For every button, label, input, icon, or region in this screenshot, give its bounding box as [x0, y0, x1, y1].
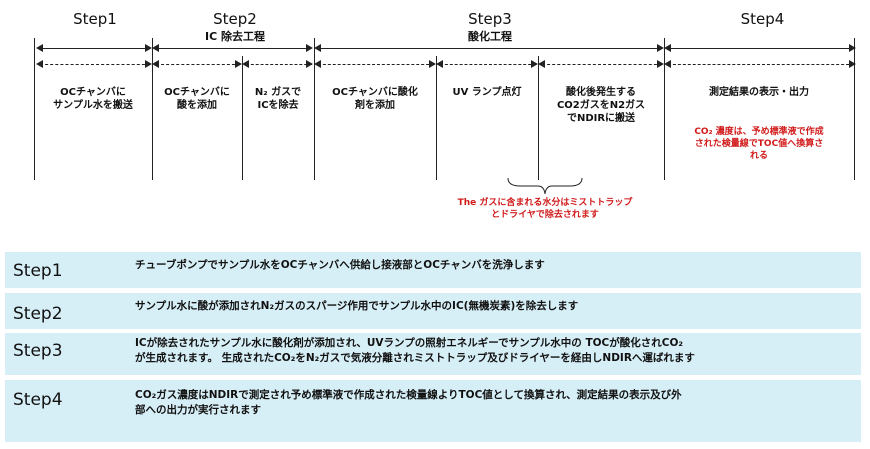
row-text: チューブポンプでサンプル水をOCチャンバへ供給し接液部とOCチャンバを洗浄します — [135, 259, 545, 271]
cell-uv-lamp: UV ランプ点灯 — [452, 87, 522, 98]
row-label: Step1 — [13, 261, 63, 281]
row-label: Step2 — [13, 304, 63, 324]
brace-icon — [507, 177, 583, 195]
row-label: Step3 — [13, 341, 63, 361]
cell-n2-line1: N₂ ガスで — [254, 87, 302, 98]
cell-add-oxidizer: OCチャンバに酸化 剤を添加 — [332, 87, 418, 111]
row-text: ICが除去されたサンプル水に酸化剤が添加され、UVランプの照射エネルギーでサンプ… — [135, 337, 695, 364]
cell-n2-line2: ICを除去 — [257, 100, 299, 111]
step1-header: Step1 — [73, 10, 117, 28]
step2-header: Step2 — [213, 10, 257, 28]
step3-header: Step3 — [468, 10, 512, 28]
note-moisture-removal: The ガスに含まれる水分はミストトラップ とドライヤで除去されます — [457, 198, 633, 220]
step3-subheader: 酸化工程 — [468, 30, 512, 43]
row-label: Step4 — [13, 390, 63, 410]
cell-co2-transport: 酸化後発生する CO2ガスをN2ガス でNDIRに搬送 — [556, 87, 646, 124]
desc-row-step4: Step4 CO₂ガス濃度はNDIRで測定され予め標準液で作成された検量線よりT… — [5, 380, 861, 442]
step4-header: Step4 — [740, 10, 785, 28]
desc-row-step3: Step3 ICが除去されたサンプル水に酸化剤が添加され、UVランプの照射エネル… — [5, 333, 861, 375]
cell-add-acid: OCチャンバに 酸を添加 — [164, 87, 230, 111]
row-text: サンプル水に酸が添加されN₂ガスのスパージ作用でサンプル水中のIC(無機炭素)を… — [135, 300, 579, 312]
cell-result-output: 測定結果の表示・出力 — [709, 87, 809, 98]
cell-step1-transport: OCチャンバに サンプル水を搬送 — [53, 87, 133, 111]
step2-subheader: IC 除去工程 — [205, 30, 265, 43]
desc-row-step2: Step2 サンプル水に酸が添加されN₂ガスのスパージ作用でサンプル水中のIC(… — [5, 293, 861, 329]
note-co2-conversion: CO₂ 濃度は、予め標準液で作成 された検量線でTOC値へ換算さ れる — [694, 127, 824, 161]
row-text: CO₂ガス濃度はNDIRで測定され予め標準液で作成された検量線よりTOC値として… — [135, 389, 682, 416]
desc-row-step1: Step1 チューブポンプでサンプル水をOCチャンバへ供給し接液部とOCチャンバ… — [5, 252, 861, 288]
cell-n2-remove-ic: N₂ ガスで ICを除去 — [244, 86, 312, 112]
